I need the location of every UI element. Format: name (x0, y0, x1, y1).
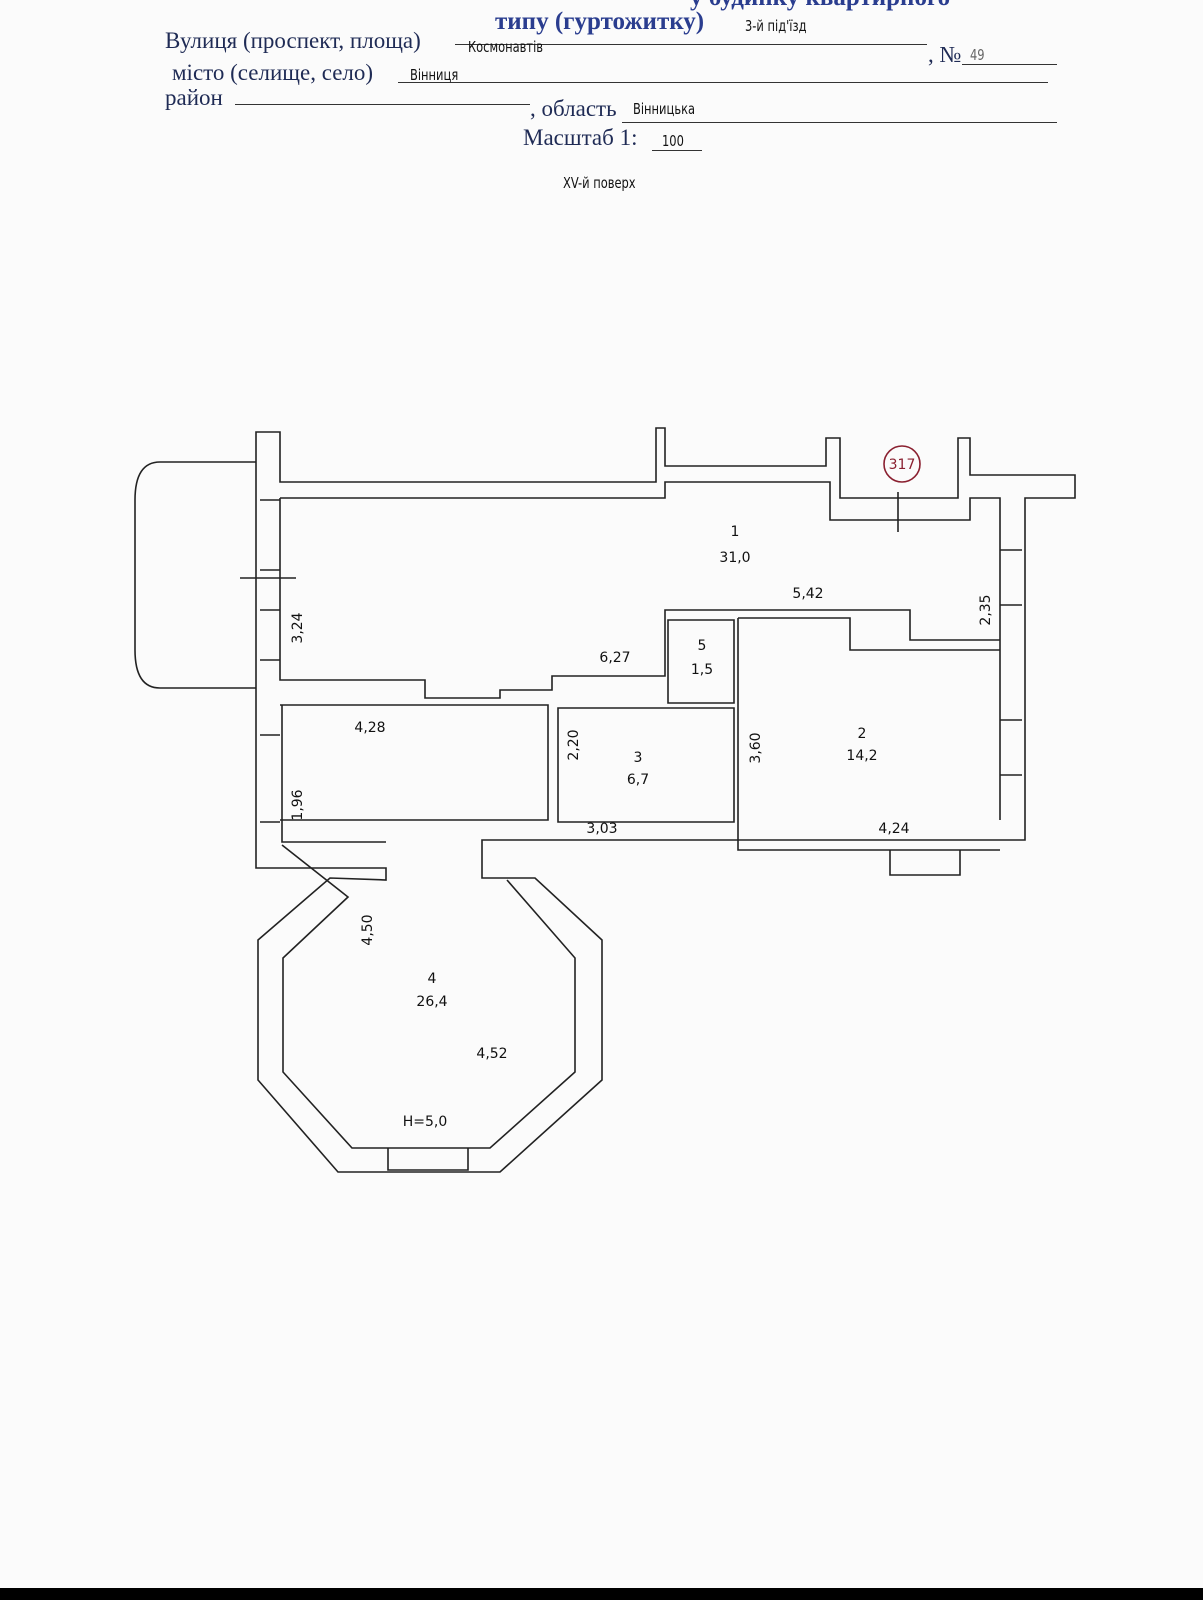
street-label: Вулиця (проспект, площа) (165, 28, 421, 53)
dimension: 3,24 (290, 612, 306, 643)
room-3-area: 6,7 (627, 772, 649, 788)
entrance: 3-й під'їзд (745, 17, 807, 35)
dimension: 3,60 (748, 732, 764, 763)
room-4-area: 26,4 (416, 994, 447, 1010)
region-label: , область (530, 96, 617, 121)
dimension: 2,20 (566, 729, 582, 760)
room-1-area: 31,0 (719, 550, 750, 566)
dimension: 5,42 (792, 586, 823, 602)
room-4-number: 4 (428, 971, 437, 987)
number-value: 49 (970, 46, 985, 64)
ceiling-height: H=5,0 (403, 1114, 448, 1130)
dimension: 4,52 (476, 1046, 507, 1062)
dimension: 4,50 (360, 914, 376, 945)
dimension: 2,35 (978, 594, 994, 625)
street-value: Космонавтів (468, 38, 544, 56)
inner-wall (280, 481, 1001, 820)
district-label: район (165, 85, 223, 110)
floor-label: XV-й поверх (563, 174, 636, 192)
room-1-number: 1 (731, 524, 740, 540)
room-2-area: 14,2 (846, 748, 877, 764)
city-label: місто (селище, село) (172, 60, 374, 85)
room-2-number: 2 (858, 726, 867, 742)
scale-label: Масштаб 1: (523, 125, 638, 150)
room-5-area: 1,5 (691, 662, 713, 678)
room-5-number: 5 (698, 638, 707, 654)
number-label: , № (928, 42, 962, 67)
dimension: 4,28 (354, 720, 385, 736)
room-3-number: 3 (634, 750, 643, 766)
city-value: Вінниця (410, 66, 459, 84)
dimension: 3,03 (586, 821, 617, 837)
dimension: 4,24 (878, 821, 909, 837)
cut-title: у будинку квартирного (690, 0, 950, 12)
region-value: Вінницька (633, 100, 696, 118)
dimension: 1,96 (290, 789, 306, 820)
balcony (134, 461, 256, 689)
scale-value: 100 (662, 132, 684, 150)
outer-wall (255, 427, 1076, 1173)
apartment-number-circle (883, 445, 921, 483)
document-title: типу (гуртожитку) (495, 8, 705, 35)
dimension: 6,27 (599, 650, 630, 666)
apartment-number: 317 (889, 457, 916, 473)
bottom-border (0, 1588, 1203, 1600)
